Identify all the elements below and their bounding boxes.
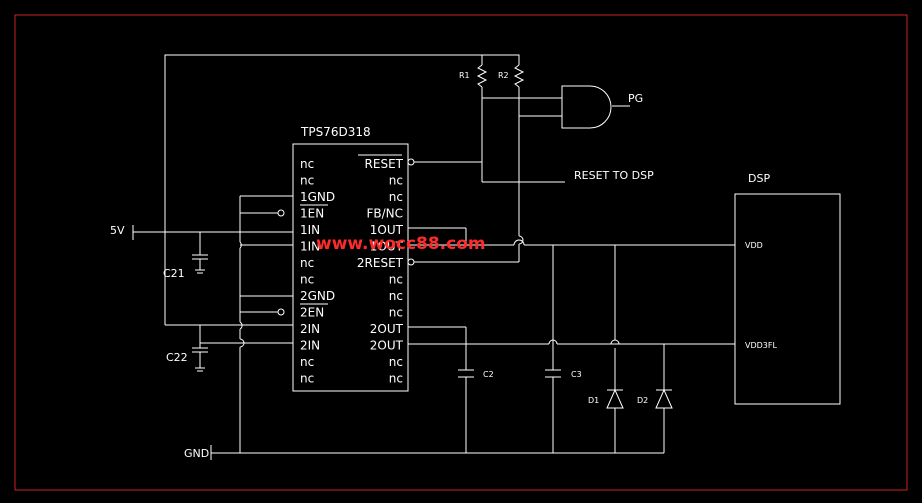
left-pin-8: nc xyxy=(300,273,314,287)
ic-right-pins: RESETncncFB/NC1OUT1OUT2RESETncncnc2OUT2O… xyxy=(357,157,404,386)
right-pin-5: 1OUT xyxy=(370,223,404,237)
5v-label: 5V xyxy=(110,224,125,237)
right-pin-10: nc xyxy=(389,306,403,320)
gnd-label: GND xyxy=(184,447,209,460)
left-pin-13: nc xyxy=(300,355,314,369)
wires xyxy=(132,54,735,460)
pg-label: PG xyxy=(628,92,643,105)
right-pin-11: 2OUT xyxy=(370,322,404,336)
capacitor-c22 xyxy=(192,347,208,372)
left-pin-5: 1IN xyxy=(300,223,320,237)
r1-label: R1 xyxy=(459,71,470,80)
right-pin-3: nc xyxy=(389,190,403,204)
resistor-r1 xyxy=(476,64,488,88)
c22-label: C22 xyxy=(166,351,188,364)
left-pin-2: nc xyxy=(300,174,314,188)
right-pin-8: nc xyxy=(389,273,403,287)
r2-label: R2 xyxy=(498,71,509,80)
left-pin-14: nc xyxy=(300,372,314,386)
left-pin-12: 2IN xyxy=(300,339,320,353)
watermark: www.wocc88.com xyxy=(316,234,486,254)
drawing-frame xyxy=(14,14,908,491)
c3-label: C3 xyxy=(571,370,582,379)
left-pin-6: 1IN xyxy=(300,240,320,254)
right-pin-14: nc xyxy=(389,372,403,386)
left-pin-9: 2GND xyxy=(300,289,335,303)
pin-markers xyxy=(277,158,415,316)
right-pin-7: 2RESET xyxy=(357,256,404,270)
left-pin-11: 2IN xyxy=(300,322,320,336)
left-pin-10: 2EN xyxy=(300,306,324,320)
left-pin-4: 1EN xyxy=(300,207,324,221)
right-pin-12: 2OUT xyxy=(370,339,404,353)
left-pin-3: 1GND xyxy=(300,190,335,204)
capacitor-c3 xyxy=(545,369,561,378)
ic-left-pins: nc nc 1GND 1EN 1IN 1IN nc nc 2GND 2EN 2IN 2IN nc nc xyxy=(300,157,335,386)
diode-d1 xyxy=(606,388,624,409)
right-pin-13: nc xyxy=(389,355,403,369)
left-pin-1: nc xyxy=(300,157,314,171)
capacitor-c21 xyxy=(192,254,208,274)
right-pin-1: RESET xyxy=(365,157,404,171)
right-pin-2: nc xyxy=(389,174,403,188)
c21-label: C21 xyxy=(163,267,185,280)
right-pin-6: 1OUT xyxy=(370,240,404,254)
reset-to-dsp-label: RESET TO DSP xyxy=(574,169,654,182)
resistor-r2 xyxy=(513,64,525,88)
right-pin-9: nc xyxy=(389,289,403,303)
right-pin-4: FB/NC xyxy=(366,207,403,221)
dsp-title: DSP xyxy=(748,172,770,185)
capacitor-c2 xyxy=(458,369,474,378)
d2-label: D2 xyxy=(637,396,648,405)
dsp-pin-vdd: VDD xyxy=(745,241,763,250)
left-pin-7: nc xyxy=(300,256,314,270)
dsp-box xyxy=(734,193,841,405)
c2-label: C2 xyxy=(483,370,494,379)
dsp-pin-vdd3fl: VDD3FL xyxy=(745,341,777,350)
diode-d2 xyxy=(655,388,673,409)
ic-name: TPS76D318 xyxy=(300,125,371,139)
ic-body xyxy=(292,143,409,392)
d1-label: D1 xyxy=(588,396,599,405)
and-gate xyxy=(561,85,612,129)
